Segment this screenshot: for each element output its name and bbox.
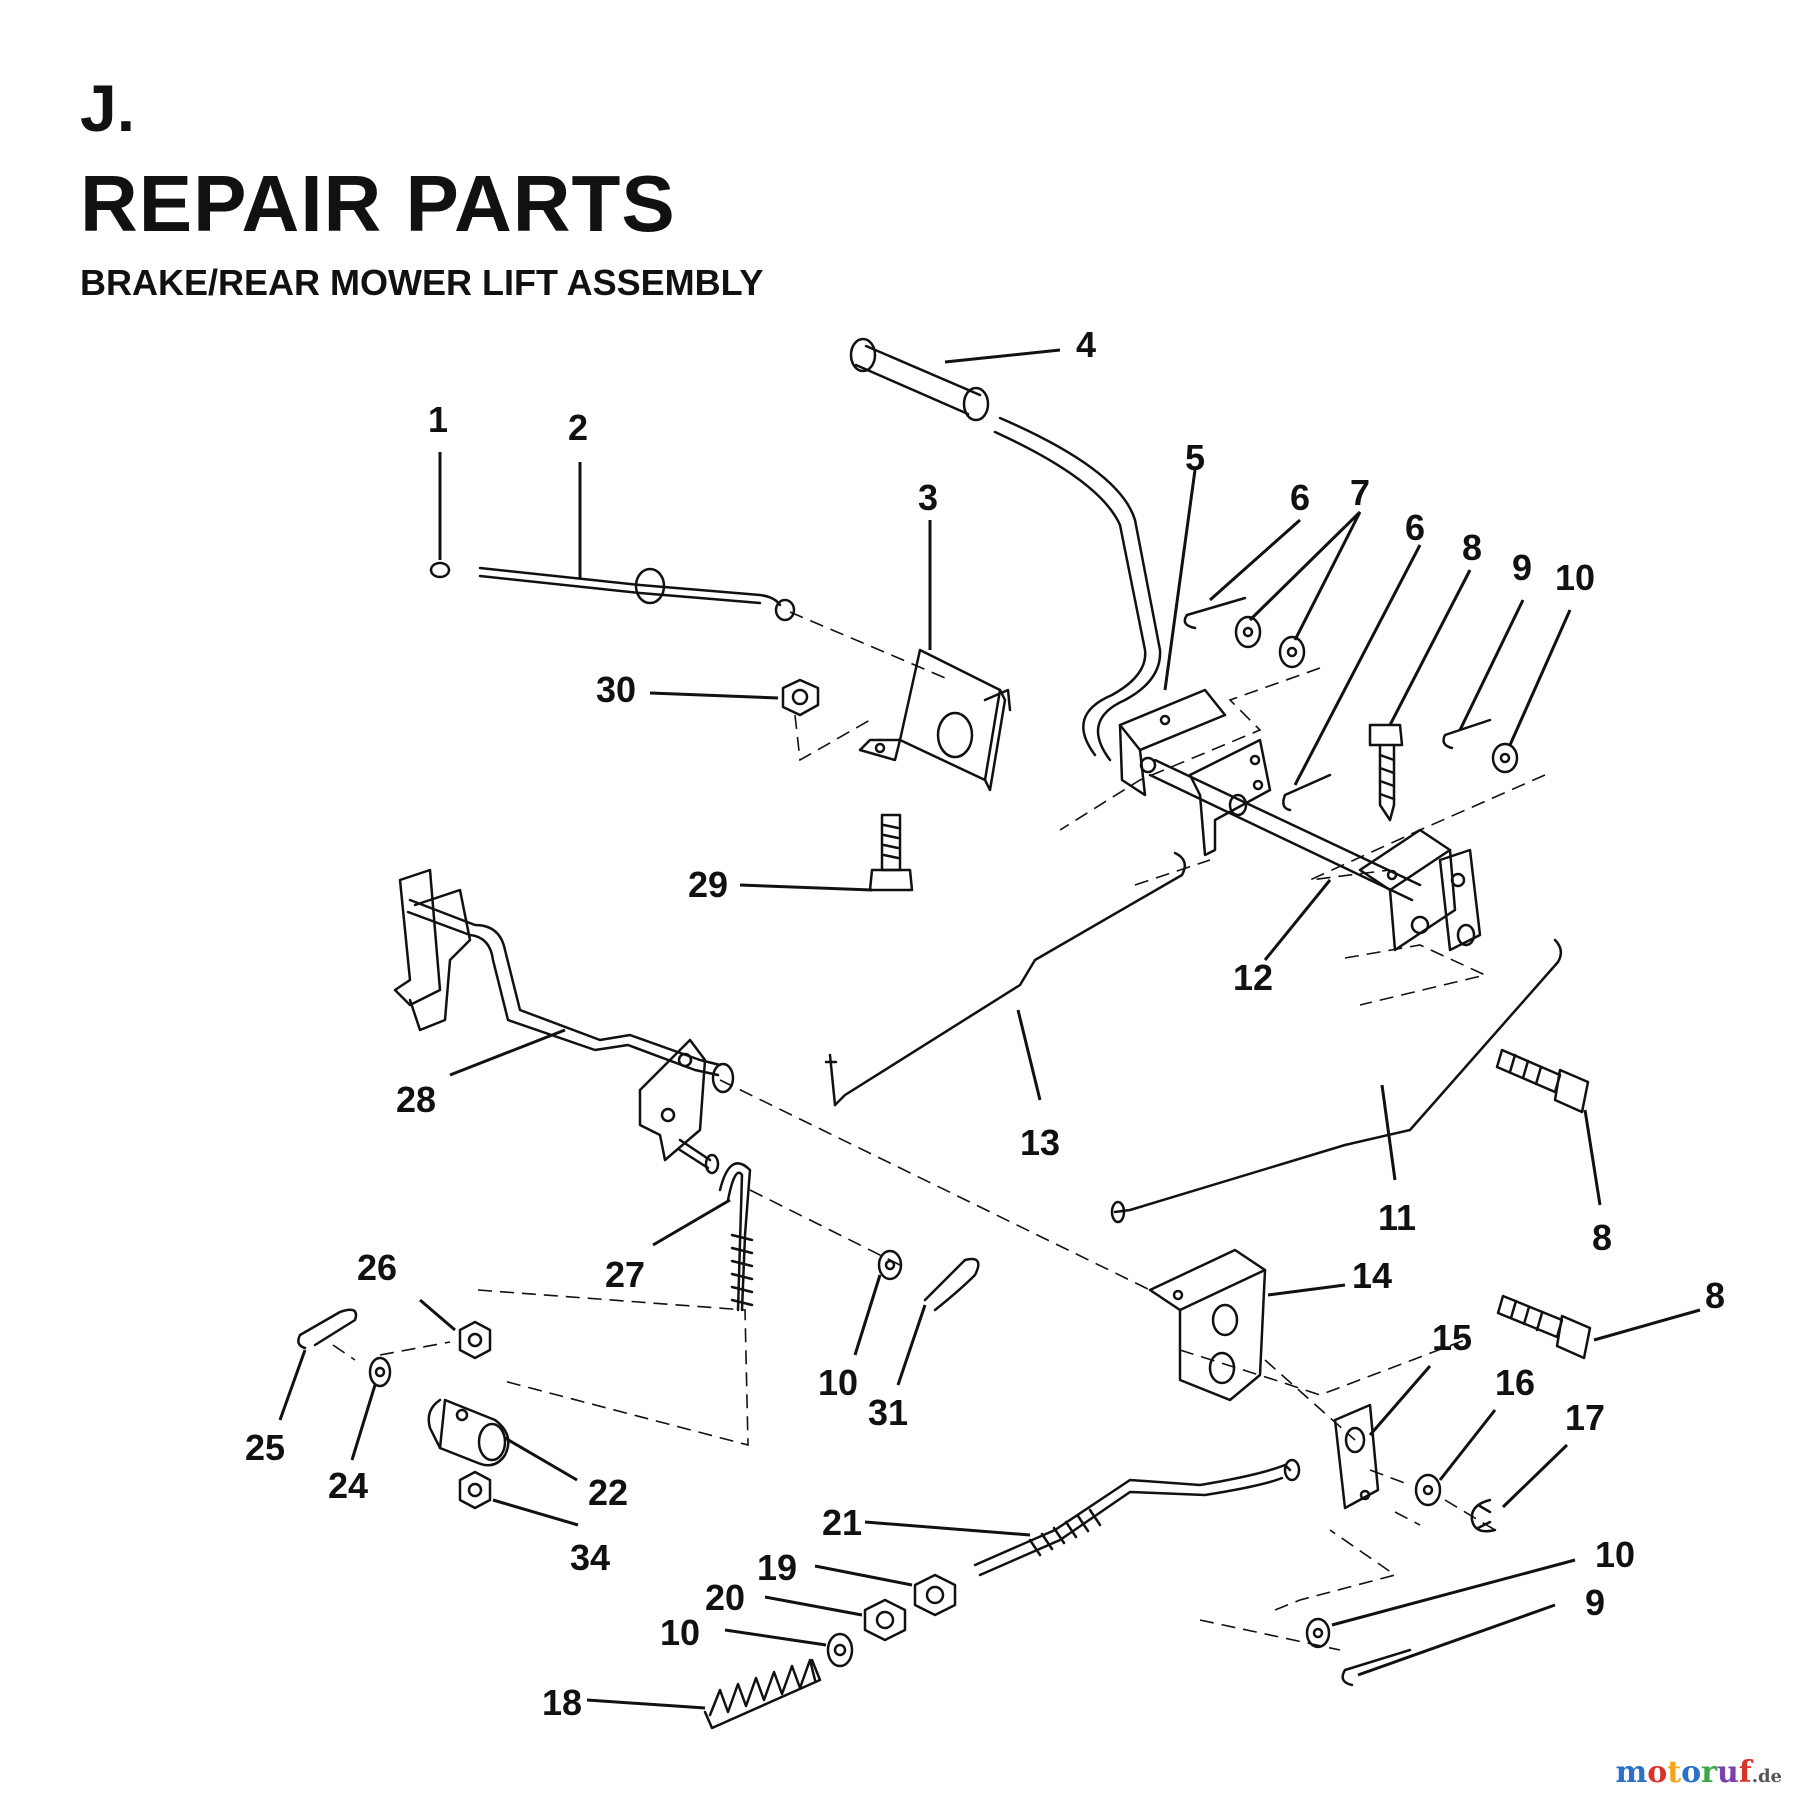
callout-label: 9 <box>1512 547 1532 588</box>
callout-label: 20 <box>705 1577 745 1618</box>
screw-part-upper <box>1368 723 1404 822</box>
callout-label: 26 <box>357 1247 397 1288</box>
watermark-letter: r <box>1701 1755 1717 1790</box>
callout-label: 8 <box>1592 1217 1612 1258</box>
callout-label: 18 <box>542 1682 582 1723</box>
lift-bracket-part <box>1118 688 1227 797</box>
callout-label: 21 <box>822 1502 862 1543</box>
watermark-letter: t <box>1667 1755 1682 1790</box>
page-title: REPAIR PARTS <box>80 159 676 248</box>
watermark-suffix: .de <box>1751 1766 1782 1787</box>
assembly-dash-lines <box>332 611 1546 1651</box>
nut-part-20 <box>863 1598 907 1642</box>
brake-pin-part <box>429 561 451 579</box>
callout-numbers: 1 2 3 4 5 6 7 6 8 9 10 12 29 30 28 13 11… <box>245 324 1725 1723</box>
hex-bolt-part-lower <box>1496 1294 1592 1360</box>
callout-label: 16 <box>1495 1362 1535 1403</box>
callout-label: 8 <box>1705 1275 1725 1316</box>
callout-label: 6 <box>1405 507 1425 548</box>
washer-part-31 <box>877 1249 903 1281</box>
threaded-rod-part <box>973 1458 1301 1577</box>
washer-part-16 <box>1414 1473 1442 1507</box>
callout-label: 10 <box>1555 557 1595 598</box>
callout-label: 10 <box>818 1362 858 1403</box>
callout-label: 19 <box>757 1547 797 1588</box>
callout-label: 5 <box>1185 437 1205 478</box>
handle-grip-part <box>849 337 990 422</box>
hair-pin-part <box>1183 596 1247 630</box>
assembly-subtitle: BRAKE/REAR MOWER LIFT ASSEMBLY <box>80 262 764 303</box>
compression-spring-part <box>703 1658 822 1730</box>
callout-label: 15 <box>1432 1317 1472 1358</box>
callout-label: 25 <box>245 1427 285 1468</box>
watermark-letter: f <box>1738 1755 1752 1790</box>
callout-label: 9 <box>1585 1582 1605 1623</box>
shaft-bracket-part <box>1358 828 1482 952</box>
hair-pin-part-25 <box>297 1308 358 1350</box>
nut-part-26 <box>458 1320 492 1360</box>
cross-shaft-part <box>1148 758 1422 902</box>
washer-part-spring <box>826 1632 854 1668</box>
watermark-letter: m <box>1615 1755 1648 1790</box>
link-plate-part <box>1333 1403 1380 1510</box>
shaft-arm-bracket-part <box>638 1038 720 1175</box>
callout-label: 10 <box>660 1612 700 1653</box>
callout-label: 14 <box>1352 1255 1392 1296</box>
callout-label: 12 <box>1233 957 1273 998</box>
brake-rod-part <box>478 566 796 622</box>
brake-bracket-part <box>858 648 1012 792</box>
watermark-logo: motoruf.de <box>1616 1755 1782 1790</box>
callout-label: 31 <box>868 1392 908 1433</box>
callout-label: 3 <box>918 477 938 518</box>
callout-label: 34 <box>570 1537 610 1578</box>
callout-label: 6 <box>1290 477 1310 518</box>
trunnion-block-part <box>427 1398 510 1467</box>
callout-label: 24 <box>328 1465 368 1506</box>
watermark-letter: o <box>1647 1755 1668 1790</box>
callout-label: 2 <box>568 407 588 448</box>
callout-label: 13 <box>1020 1122 1060 1163</box>
callout-label: 27 <box>605 1254 645 1295</box>
e-clip-part <box>1470 1498 1497 1533</box>
cotter-pin-part-lower <box>1341 1648 1412 1687</box>
mounting-plate-part <box>1188 738 1272 857</box>
callout-label: 7 <box>1350 472 1370 513</box>
rear-lift-shaft-part <box>393 868 735 1094</box>
link-rod-part-11 <box>1110 938 1563 1224</box>
washer-part-upper <box>1491 742 1519 774</box>
callout-label: 1 <box>428 399 448 440</box>
cotter-pin-part-upper <box>1442 718 1492 750</box>
eye-bolt-part <box>718 1162 754 1312</box>
section-letter: J. <box>80 71 136 145</box>
watermark-letter: o <box>1681 1755 1702 1790</box>
callout-label: 30 <box>596 669 636 710</box>
pivot-bracket-part <box>1148 1248 1267 1402</box>
callout-label: 17 <box>1565 1397 1605 1438</box>
callout-label: 28 <box>396 1079 436 1120</box>
lift-handle-rod <box>993 416 1162 762</box>
bolt-part <box>868 813 914 892</box>
lock-nut-part-34 <box>458 1470 492 1510</box>
washer-pair-part <box>1234 615 1306 669</box>
hex-nut-part <box>781 678 820 717</box>
callout-label: 29 <box>688 864 728 905</box>
callout-label: 4 <box>1076 324 1096 365</box>
clip-part-31 <box>923 1257 980 1312</box>
nut-part-19 <box>913 1573 957 1617</box>
callout-leaders <box>278 348 1701 1710</box>
callout-label: 11 <box>1378 1197 1416 1238</box>
callout-label: 8 <box>1462 527 1482 568</box>
watermark-letter: u <box>1716 1755 1739 1790</box>
callout-label: 10 <box>1595 1534 1635 1575</box>
washer-part-24 <box>368 1356 392 1388</box>
hair-pin-part-2 <box>1282 773 1332 812</box>
hex-bolt-part-middle <box>1495 1048 1590 1114</box>
washer-part-lower <box>1305 1617 1331 1649</box>
callout-label: 22 <box>588 1472 628 1513</box>
